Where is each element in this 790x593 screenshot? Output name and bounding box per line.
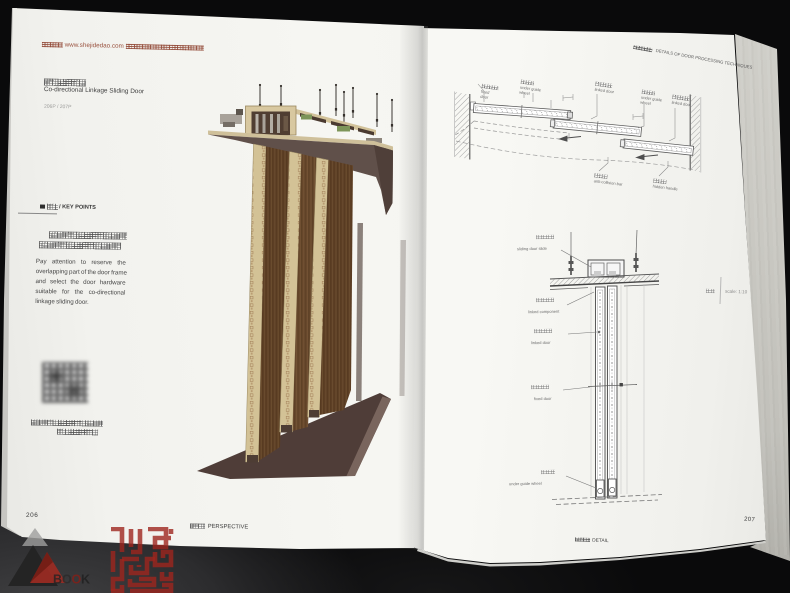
svg-text:B: B (53, 573, 62, 587)
svg-text:K: K (81, 573, 90, 587)
svg-text:O: O (62, 573, 72, 587)
svg-text:O: O (72, 573, 82, 587)
